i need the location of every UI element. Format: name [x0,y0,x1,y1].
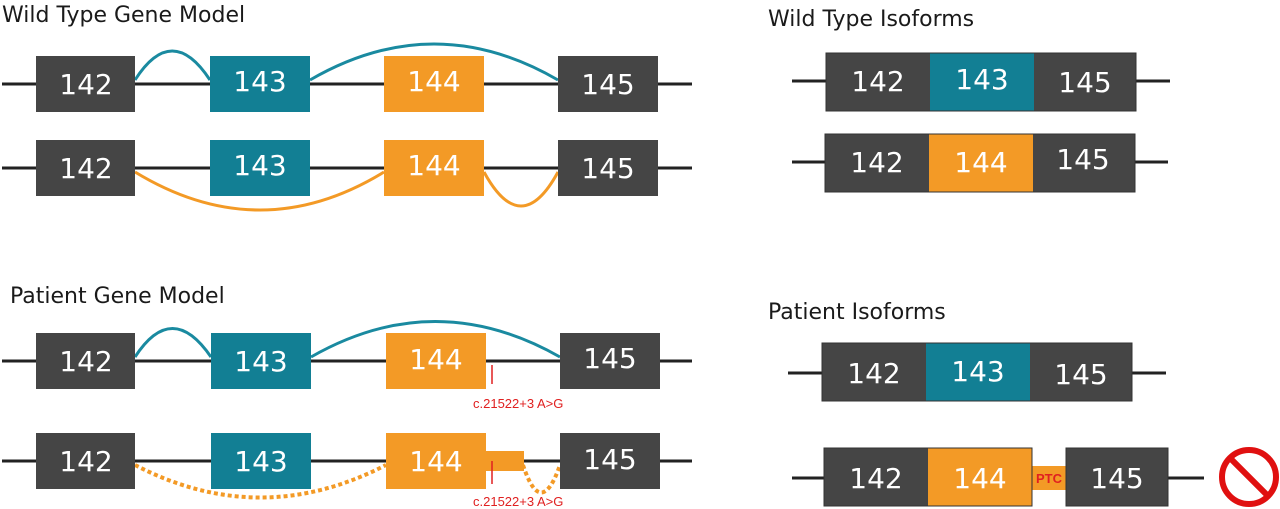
exon-142 [826,53,930,111]
exon-145 [558,56,658,112]
exon-label: 144 [409,343,462,376]
splice-arc-orange-dashed [521,464,562,495]
isoform-outline [824,133,1136,193]
patient-gene-model-row-1: 142 143 144 145 c.21522+3 A>G [2,320,692,411]
isoform-outline [825,52,1137,112]
exon-144 [386,433,486,489]
patient-isoform-143: 142 143 145 [788,342,1166,402]
exon-label: 144 [954,146,1007,179]
wt-gene-model-row-2: 142 143 144 145 [2,140,692,212]
exon-144 [384,56,484,112]
wt-isoform-144: 142 144 145 [792,133,1168,193]
splice-arc-orange [482,171,560,208]
exon-label: 142 [851,65,904,98]
ptc-label: PTC [1036,471,1063,486]
exon-145 [558,140,658,196]
splice-arc-orange-dashed [134,463,387,500]
exon-142 [36,433,135,489]
exon-label: 144 [409,445,462,478]
exon-145 [560,433,660,489]
exon-label: 143 [951,355,1004,388]
splice-arc-orange [134,170,385,212]
title-patient-isoforms: Patient Isoforms [768,300,946,325]
exon-144 [384,140,484,196]
exon-145 [1034,53,1136,111]
exon-142 [36,333,135,389]
exon-label: 145 [1054,358,1107,391]
patient-gene-model-row-2: 142 143 144 145 c.21522+3 A>G [2,433,692,509]
exon-label: 144 [407,149,460,182]
retained-intron-segment [486,451,524,471]
exon-143 [210,140,310,196]
exon-142 [36,56,135,112]
exon-143 [211,333,311,389]
exon-144 [929,134,1033,192]
exon-142 [36,140,135,196]
exon-label: 145 [583,342,636,375]
exon-label: 142 [59,345,112,378]
isoform-outline [823,447,1033,507]
exon-label: 144 [953,462,1006,495]
exon-label: 142 [59,68,112,101]
isoform-outline [821,342,1133,402]
exon-145 [1065,447,1169,507]
exon-label: 145 [583,443,636,476]
exon-143 [210,56,310,112]
exon-label: 142 [850,146,903,179]
exon-label: 144 [407,65,460,98]
title-patient-gene-model: Patient Gene Model [10,284,225,309]
exon-label: 145 [581,152,634,185]
exon-label: 143 [233,149,286,182]
exon-143 [926,343,1030,401]
exon-144 [386,333,486,389]
exon-145 [1033,134,1135,192]
exon-label: 142 [849,462,902,495]
exon-144 [928,448,1032,506]
wt-gene-model-row-1: 142 143 144 145 [2,42,692,112]
exon-142 [825,134,929,192]
exon-label: 143 [233,65,286,98]
exon-label: 142 [847,357,900,390]
title-wild-type-isoforms: Wild Type Isoforms [768,7,974,32]
splice-arc-teal [133,49,212,81]
exon-label: 145 [581,68,634,101]
exon-145 [1030,343,1132,401]
mutation-label: c.21522+3 A>G [473,396,563,411]
splice-arc-teal [310,320,561,359]
exon-label: 145 [1058,66,1111,99]
ptc-segment [1032,466,1066,490]
exon-label: 145 [1090,462,1143,495]
exon-145 [560,333,660,389]
patient-isoform-144-ptc: PTC 142 144 145 [792,447,1204,507]
wt-isoform-143: 142 143 145 [792,52,1170,112]
exon-143 [211,433,311,489]
exon-label: 143 [234,445,287,478]
exon-label: 143 [955,63,1008,96]
exon-142 [824,448,928,506]
splice-arc-teal [309,42,559,82]
exon-142 [822,343,926,401]
exon-143 [930,53,1034,111]
exon-label: 142 [59,445,112,478]
no-entry-icon [1219,447,1279,507]
exon-label: 145 [1056,143,1109,176]
exon-label: 143 [234,345,287,378]
title-wild-type-gene-model: Wild Type Gene Model [2,3,245,28]
splice-arc-teal [133,327,213,358]
exon-label: 142 [59,152,112,185]
mutation-label: c.21522+3 A>G [473,494,563,509]
